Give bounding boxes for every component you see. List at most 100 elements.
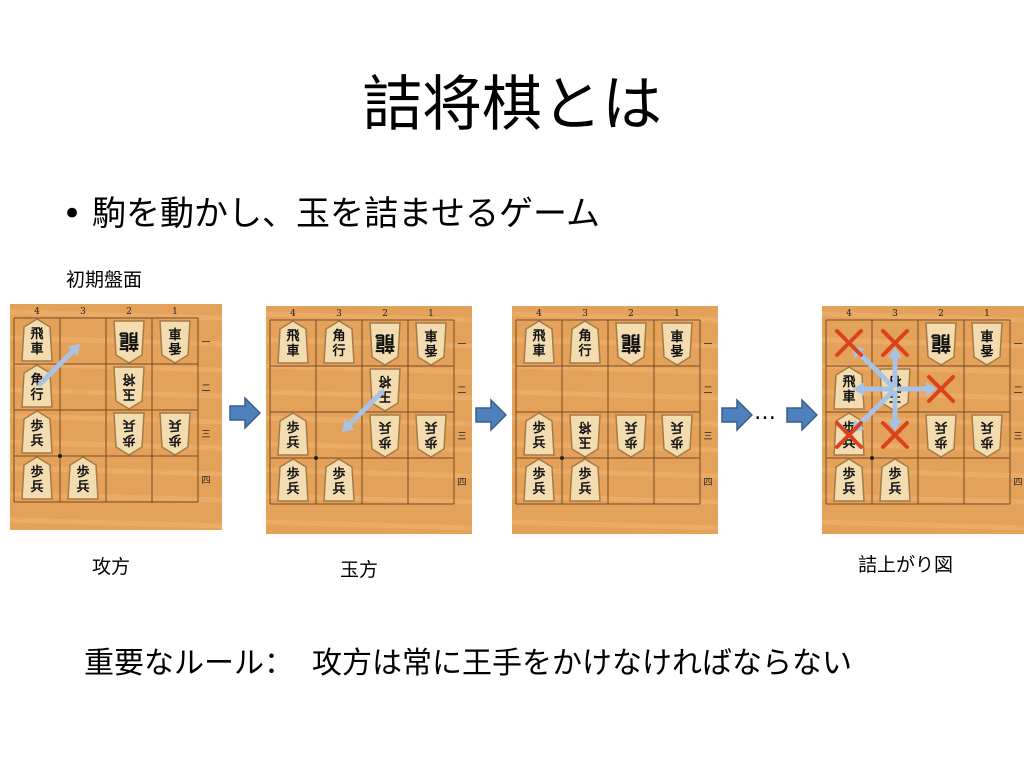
shogi-piece: 歩兵 bbox=[925, 414, 957, 458]
shogi-piece: 香車 bbox=[415, 322, 447, 366]
rank-label: 三 bbox=[457, 432, 466, 442]
shogi-piece: 歩兵 bbox=[159, 412, 191, 456]
shogi-piece: 歩兵 bbox=[523, 458, 555, 502]
shogi-piece: 龍 bbox=[925, 322, 957, 366]
piece-label: 歩兵 bbox=[168, 417, 181, 448]
rank-label: 三 bbox=[1013, 432, 1022, 442]
file-label: 3 bbox=[336, 309, 342, 319]
piece-label: 歩兵 bbox=[670, 419, 683, 450]
piece-body bbox=[879, 458, 911, 502]
piece-label: 歩兵 bbox=[332, 466, 345, 497]
piece-body bbox=[569, 414, 601, 458]
piece-body bbox=[661, 322, 693, 366]
piece-label: 香車 bbox=[168, 325, 183, 356]
shogi-piece: 角行 bbox=[21, 364, 53, 408]
piece-body bbox=[323, 320, 355, 364]
piece-body bbox=[113, 320, 145, 364]
piece-label: 玉将 bbox=[378, 373, 391, 403]
shogi-piece: 歩兵 bbox=[879, 458, 911, 502]
cross-mark-icon bbox=[881, 329, 909, 357]
piece-label: 歩兵 bbox=[122, 417, 135, 448]
rank-label: 一 bbox=[201, 338, 210, 348]
piece-body bbox=[833, 458, 865, 502]
piece-body bbox=[971, 414, 1003, 458]
shogi-piece: 龍 bbox=[113, 320, 145, 364]
shogi-board-checkmate: 4321一二三四龍香車飛車玉将歩兵歩兵歩兵歩兵歩兵 bbox=[822, 306, 1024, 534]
rank-label: 三 bbox=[703, 432, 712, 442]
bullet-dot: • bbox=[62, 194, 83, 234]
cross-mark-icon bbox=[835, 329, 863, 357]
piece-label: 歩兵 bbox=[532, 420, 545, 451]
file-label: 3 bbox=[582, 309, 588, 319]
piece-label: 歩兵 bbox=[30, 418, 43, 449]
piece-body bbox=[925, 414, 957, 458]
ellipsis: … bbox=[754, 400, 776, 425]
cross-mark-icon bbox=[881, 421, 909, 449]
move-arrow bbox=[341, 389, 385, 433]
shogi-piece: 歩兵 bbox=[323, 458, 355, 502]
piece-body bbox=[971, 322, 1003, 366]
rank-label: 四 bbox=[457, 478, 466, 488]
piece-body bbox=[159, 412, 191, 456]
piece-body bbox=[113, 412, 145, 456]
star-point bbox=[314, 456, 318, 460]
file-label: 2 bbox=[382, 309, 388, 319]
piece-label: 龍 bbox=[931, 332, 951, 356]
file-label: 1 bbox=[172, 307, 178, 317]
piece-body bbox=[523, 412, 555, 456]
shogi-piece: 香車 bbox=[159, 320, 191, 364]
rank-label: 二 bbox=[1013, 386, 1022, 396]
file-label: 2 bbox=[126, 307, 132, 317]
rank-label: 二 bbox=[703, 386, 712, 396]
piece-body bbox=[569, 320, 601, 364]
piece-label: 歩兵 bbox=[532, 466, 545, 497]
rank-label: 一 bbox=[457, 340, 466, 350]
rank-label: 二 bbox=[201, 384, 210, 394]
piece-body bbox=[925, 322, 957, 366]
piece-label: 歩兵 bbox=[286, 466, 299, 497]
piece-body bbox=[159, 320, 191, 364]
file-label: 1 bbox=[674, 309, 680, 319]
piece-label: 玉将 bbox=[578, 419, 591, 449]
file-label: 4 bbox=[34, 307, 40, 317]
piece-body bbox=[415, 414, 447, 458]
shogi-piece: 歩兵 bbox=[569, 458, 601, 502]
move-arrow bbox=[896, 382, 937, 396]
shogi-piece: 歩兵 bbox=[415, 414, 447, 458]
move-arrow bbox=[853, 382, 894, 396]
piece-label: 角行 bbox=[29, 372, 43, 403]
piece-body bbox=[523, 320, 555, 364]
piece-body bbox=[21, 410, 53, 454]
star-point bbox=[560, 456, 564, 460]
piece-label: 歩兵 bbox=[934, 419, 947, 450]
slide-title: 詰将棋とは bbox=[362, 70, 662, 140]
bullet-point: •駒を動かし、玉を詰ませるゲーム bbox=[62, 186, 600, 235]
piece-body bbox=[833, 366, 865, 410]
piece-body bbox=[615, 322, 647, 366]
shogi-piece: 飛車 bbox=[21, 318, 53, 362]
cross-mark-icon bbox=[835, 421, 863, 449]
bullet-text: 駒を動かし、玉を詰ませるゲーム bbox=[92, 194, 600, 234]
star-point bbox=[870, 456, 874, 460]
shogi-piece: 歩兵 bbox=[369, 414, 401, 458]
piece-label: 龍 bbox=[375, 332, 395, 356]
rank-label: 三 bbox=[201, 430, 210, 440]
move-arrow bbox=[37, 343, 81, 387]
shogi-piece: 歩兵 bbox=[67, 456, 99, 500]
piece-body bbox=[21, 364, 53, 408]
move-arrow bbox=[888, 347, 902, 388]
right-arrow-icon bbox=[786, 398, 818, 432]
piece-label: 歩兵 bbox=[888, 466, 901, 497]
star-point bbox=[58, 454, 62, 458]
shogi-piece: 歩兵 bbox=[21, 456, 53, 500]
piece-label: 飛車 bbox=[29, 327, 43, 357]
shogi-piece: 玉将 bbox=[369, 368, 401, 412]
file-label: 3 bbox=[892, 309, 898, 319]
rule-text: 攻方は常に王手をかけなければならない bbox=[312, 646, 852, 681]
piece-body bbox=[277, 412, 309, 456]
piece-label: 飛車 bbox=[285, 329, 299, 359]
rank-label: 四 bbox=[201, 476, 210, 486]
piece-label: 玉将 bbox=[122, 371, 135, 401]
shogi-piece: 飛車 bbox=[277, 320, 309, 364]
